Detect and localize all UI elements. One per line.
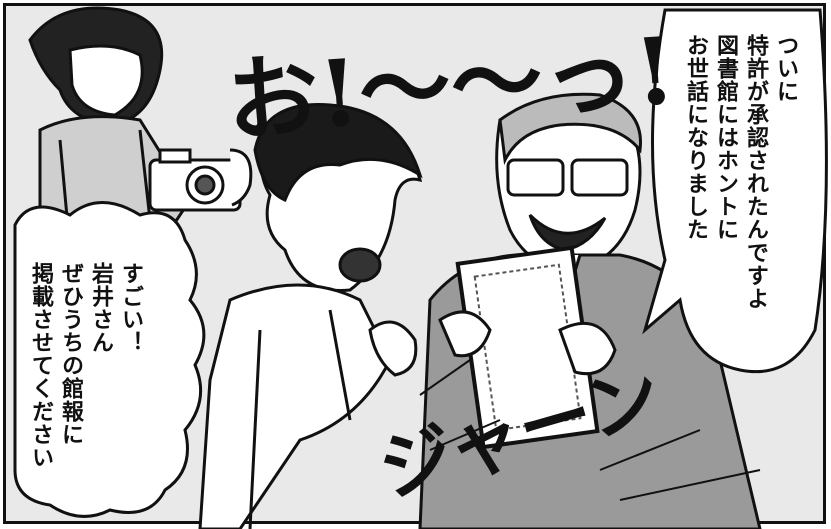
speech-bubble-left [13,201,206,518]
action-lines [419,359,761,501]
speech-line: 岩井さん [88,262,113,354]
speech-line: すごい！ [118,262,143,354]
speech-line: 特許が承認されたんですよ [743,34,768,310]
speech-text-left: すごい！ 岩井さん ぜひうちの館報に 掲載させてください [25,262,145,469]
older-man [418,92,762,529]
speech-line: 図書館にはホントに [713,34,738,241]
speech-line: ぜひうちの館報に [58,262,83,446]
young-man [198,103,423,529]
speech-line: ついに [773,34,798,103]
speech-text-right: ついに 特許が承認されたんですよ 図書館にはホントに お世話になりました [680,34,800,310]
camera-icon [148,148,242,212]
speech-line: お世話になりました [683,34,708,241]
speech-bubble-right [642,8,828,374]
speech-line: 掲載させてください [28,262,53,469]
